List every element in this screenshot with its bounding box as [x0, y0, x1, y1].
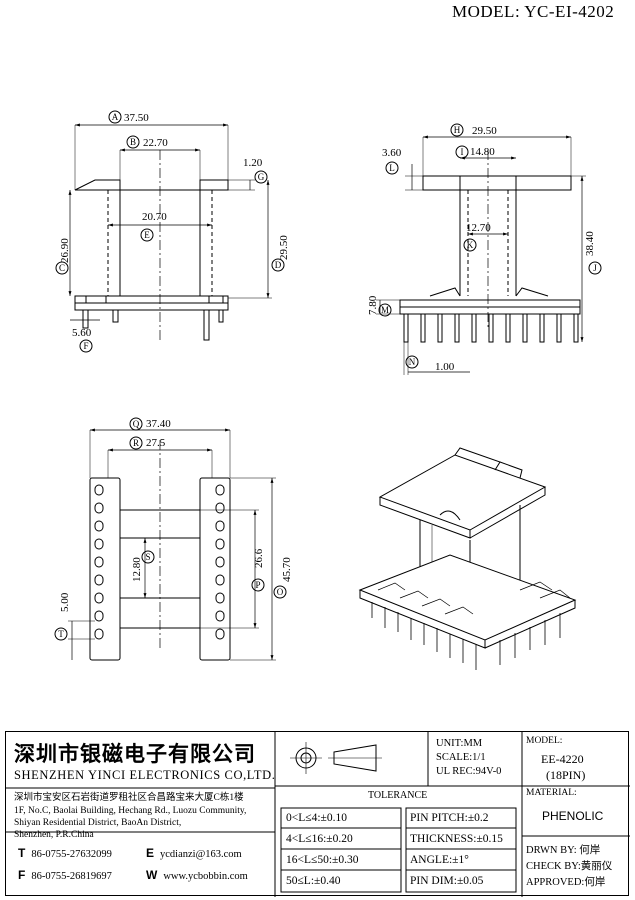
unit-label: UNIT:MM: [436, 738, 483, 749]
isometric-view: [358, 447, 577, 670]
svg-text:N: N: [409, 357, 416, 367]
svg-text:E: E: [144, 230, 150, 240]
svg-text:H: H: [454, 125, 461, 135]
tolerance-4: 50≤L:±0.40: [286, 875, 341, 887]
approved-by: APPROVED:何岸: [526, 877, 606, 888]
model-value: EE-4220: [541, 752, 584, 766]
company-name-cn: 深圳市银磁电子有限公司: [14, 742, 256, 766]
scale-label: SCALE:1/1: [436, 752, 486, 763]
svg-text:O: O: [277, 587, 284, 597]
dim-q: 37.40: [146, 418, 171, 430]
side-view: [376, 123, 602, 375]
dim-e: 20.70: [142, 211, 167, 223]
dim-a: 37.50: [124, 112, 149, 124]
dim-o: 45.70: [281, 557, 293, 582]
svg-text:G: G: [258, 172, 265, 182]
dim-c: 26.90: [59, 238, 71, 263]
svg-text:I: I: [461, 147, 464, 157]
dim-j: 38.40: [584, 231, 596, 256]
title-block: 深圳市银磁电子有限公司 SHENZHEN YINCI ELECTRONICS C…: [5, 731, 630, 897]
pin-count: (18PIN): [546, 768, 586, 782]
svg-text:B: B: [130, 137, 136, 147]
dim-r: 27.5: [146, 437, 166, 449]
svg-text:F: F: [83, 341, 88, 351]
svg-text:K: K: [467, 240, 474, 250]
svg-text:R: R: [133, 438, 139, 448]
dim-f: 5.60: [72, 327, 92, 339]
technical-drawing: A B E C D G F 37.50 22.70 1.20 20.70 26.90 29…: [54, 110, 602, 670]
pin-dim: PIN DIM:±0.05: [410, 875, 484, 887]
ul-rec-label: UL REC:94V-0: [436, 766, 502, 777]
dim-g: 1.20: [243, 157, 263, 169]
title-block-grid: [6, 732, 630, 897]
tolerance-1: 0<L≤4:±0.10: [286, 812, 347, 824]
svg-text:J: J: [593, 263, 597, 273]
dim-t: 5.00: [59, 592, 71, 612]
front-view: [55, 110, 285, 353]
drawn-by: DRWN BY: 何岸: [526, 845, 601, 856]
dim-h: 29.50: [472, 125, 497, 137]
address-en-3: Shenzhen, P.R.China: [14, 830, 94, 840]
check-by: CHECK BY:黄丽仪: [526, 861, 613, 872]
svg-text:A: A: [112, 112, 119, 122]
dim-b: 22.70: [143, 137, 168, 149]
bottom-view: [54, 417, 287, 661]
address-en-2: Shiyan Residential District, BaoAn Distr…: [14, 818, 182, 828]
svg-text:S: S: [145, 552, 150, 562]
material-value: PHENOLIC: [542, 809, 604, 823]
dim-d: 29.50: [278, 235, 290, 260]
tolerance-2: 4<L≤16:±0.20: [286, 833, 353, 845]
model-label: MODEL:: [526, 736, 563, 746]
tolerance-3: 16<L≤50:±0.30: [286, 854, 359, 866]
pin-pitch: PIN PITCH:±0.2: [410, 812, 489, 824]
svg-text:M: M: [381, 305, 389, 315]
dim-k: 12.70: [466, 222, 491, 234]
svg-text:D: D: [275, 260, 282, 270]
address-en-1: 1F, No.C, Baolai Building, Hechang Rd., …: [14, 806, 247, 816]
svg-text:Q: Q: [133, 419, 140, 429]
dim-l: 3.60: [382, 147, 402, 159]
svg-text:C: C: [59, 263, 65, 273]
dim-s: 12.80: [131, 557, 143, 582]
dim-i: 14.80: [470, 146, 495, 158]
svg-text:P: P: [255, 580, 260, 590]
svg-text:L: L: [389, 163, 395, 173]
model-title: MODEL: YC-EI-4202: [452, 2, 615, 21]
thickness: THICKNESS:±0.15: [410, 833, 503, 845]
dim-p: 26.6: [253, 548, 265, 568]
address-cn: 深圳市宝安区石岩街道罗租社区合昌路宝来大厦C栋1楼: [14, 793, 244, 803]
dim-n: 1.00: [435, 361, 455, 373]
svg-text:T: T: [58, 629, 64, 639]
company-name-en: SHENZHEN YINCI ELECTRONICS CO,LTD.: [14, 768, 276, 782]
material-label: MATERIAL:: [526, 788, 577, 798]
dim-m: 7.80: [367, 295, 379, 315]
angle: ANGLE:±1°: [410, 854, 469, 866]
tolerance-title: TOLERANCE: [368, 790, 428, 801]
